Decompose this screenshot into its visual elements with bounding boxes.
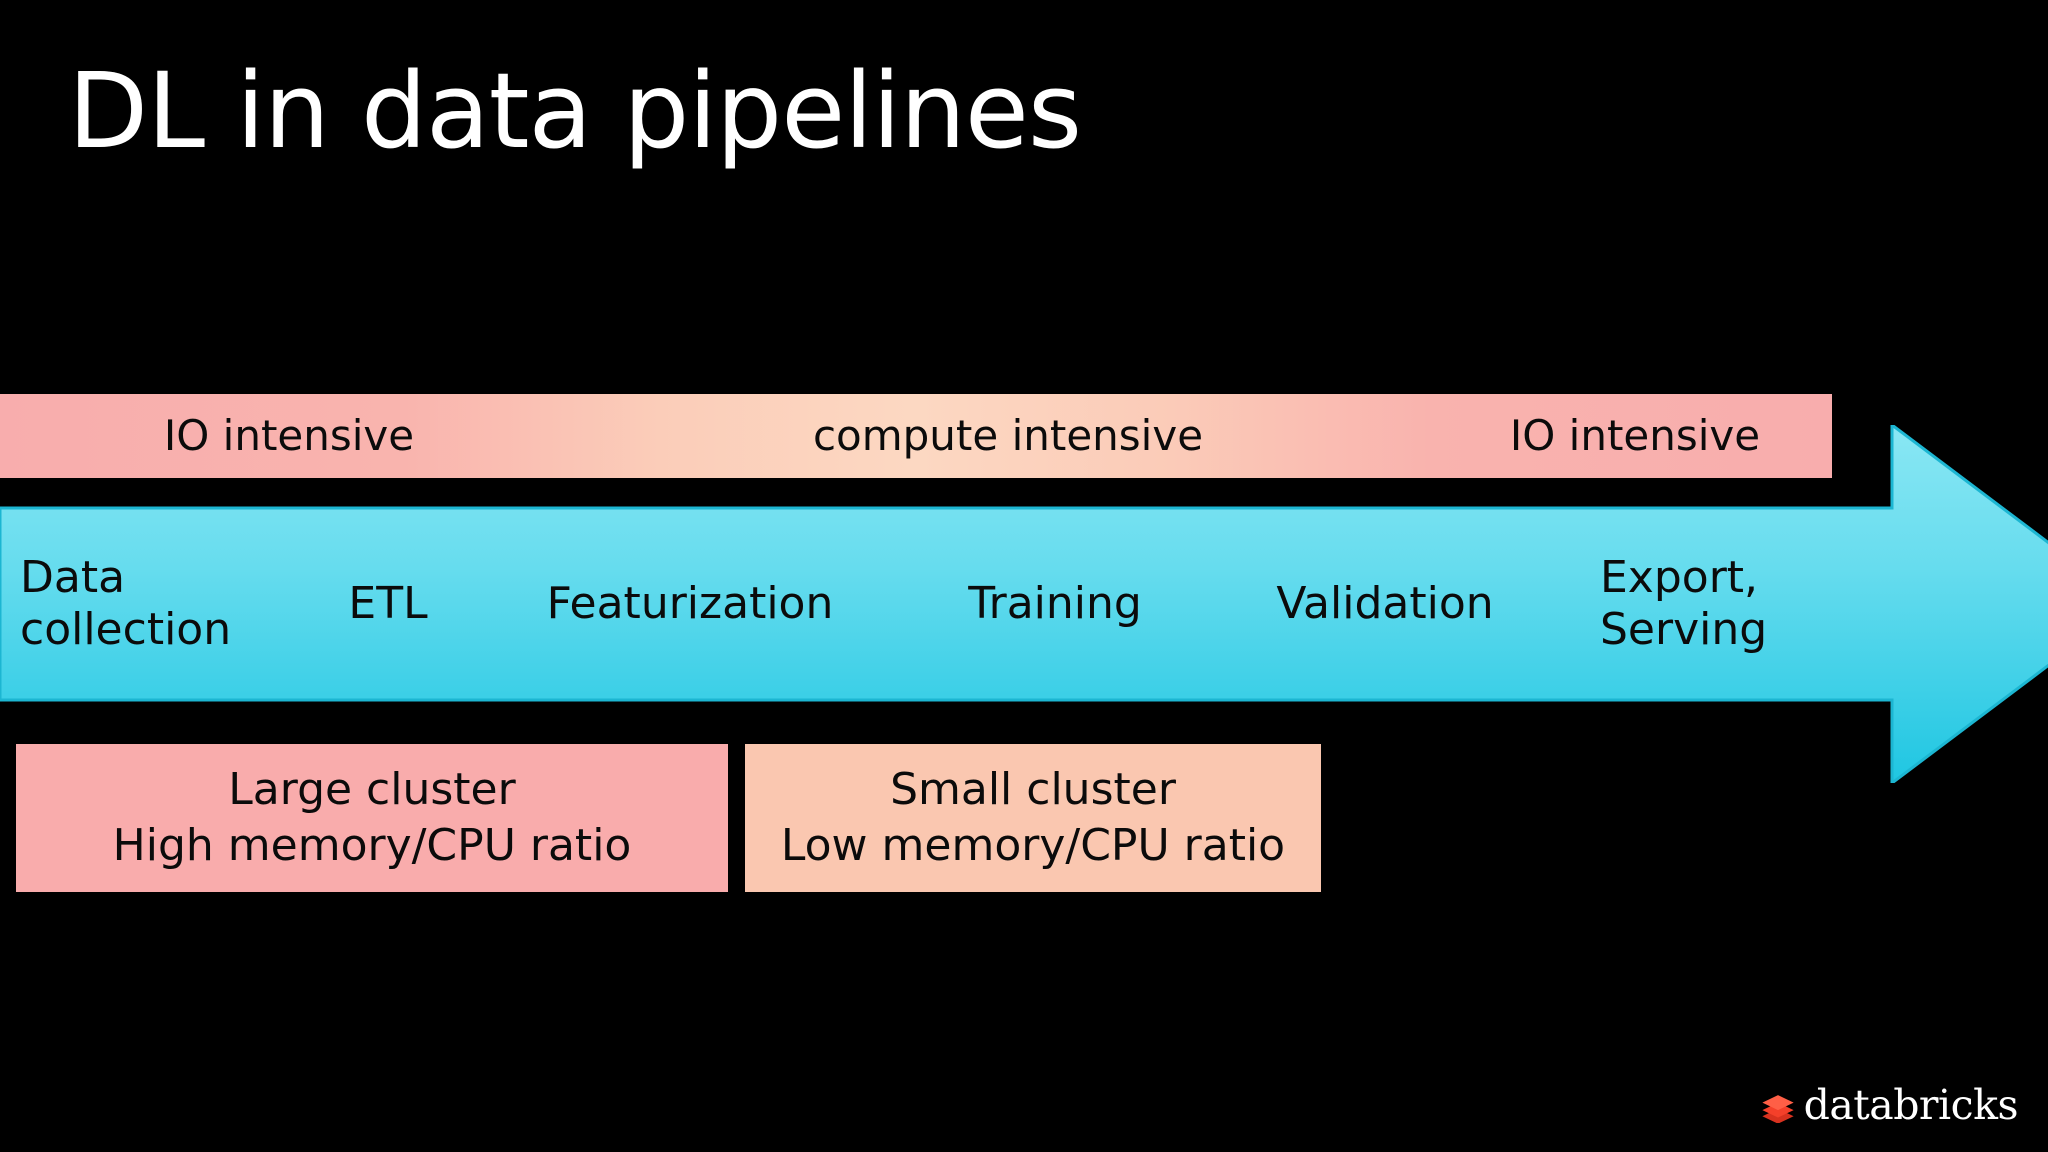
intensity-label-compute: compute intensive <box>812 411 1204 460</box>
pipeline-stage-data-collection: Data collection <box>20 508 252 700</box>
stage-line-1: ETL <box>348 578 428 630</box>
pipeline-stage-featurization: Featurization <box>500 508 880 700</box>
large-cluster-callout: Large cluster High memory/CPU ratio <box>16 744 728 892</box>
stage-line-1: Training <box>968 578 1142 630</box>
pipeline-stage-labels: Data collection ETL Featurization Traini… <box>0 508 1892 700</box>
small-cluster-callout: Small cluster Low memory/CPU ratio <box>745 744 1321 892</box>
pipeline-arrow-shape-icon <box>0 425 2048 783</box>
pipeline-stage-training: Training <box>910 508 1200 700</box>
data-pipeline-arrow: Data collection ETL Featurization Traini… <box>0 425 2048 783</box>
stage-line-1: Validation <box>1276 578 1494 630</box>
intensity-label-io-left: IO intensive <box>163 411 415 460</box>
databricks-stacked-layers-icon <box>1761 1094 1794 1123</box>
workload-intensity-bar: IO intensive compute intensive IO intens… <box>0 394 1832 478</box>
cluster-callout-line-1: Large cluster <box>228 763 516 815</box>
pipeline-stage-validation: Validation <box>1230 508 1540 700</box>
cluster-callout-line-2: Low memory/CPU ratio <box>780 820 1286 871</box>
stage-line-1: Export, <box>1600 552 1759 604</box>
databricks-wordmark: databricks <box>1803 1081 2019 1129</box>
stage-line-1: Data <box>20 552 126 604</box>
intensity-label-io-right: IO intensive <box>1509 411 1761 460</box>
stage-line-2: Serving <box>1600 604 1768 655</box>
cluster-callout-line-1: Small cluster <box>890 763 1176 815</box>
stage-line-1: Featurization <box>546 578 834 630</box>
pipeline-stage-etl: ETL <box>300 508 476 700</box>
stage-line-2: collection <box>20 604 232 655</box>
cluster-callout-line-2: High memory/CPU ratio <box>112 820 632 871</box>
databricks-logo: databricks <box>1761 1081 2019 1129</box>
pipeline-stage-export-serving: Export, Serving <box>1600 508 1860 700</box>
page-title: DL in data pipelines <box>68 50 1082 172</box>
